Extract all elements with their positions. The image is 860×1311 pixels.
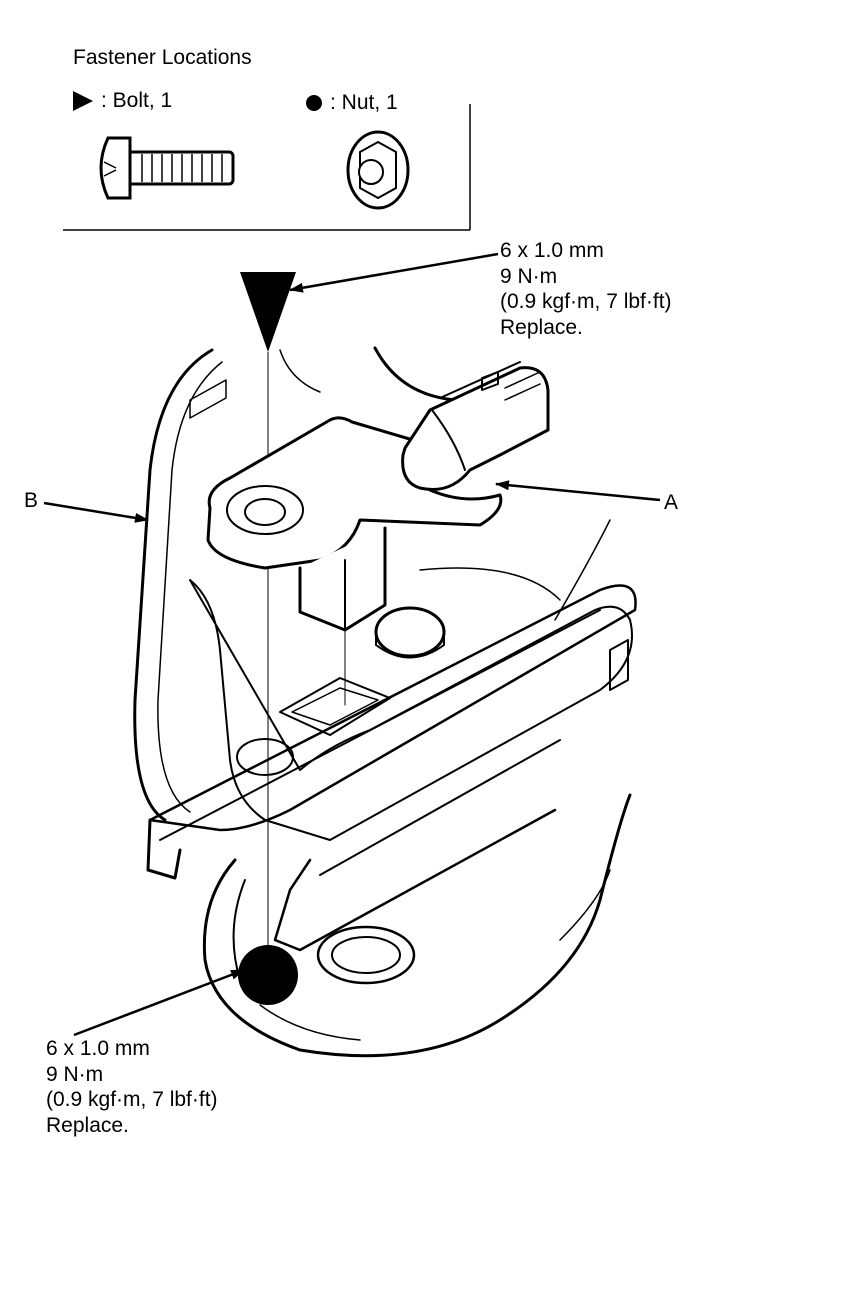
- nut-circle-icon: [306, 94, 322, 111]
- leader-part-a: [495, 480, 661, 502]
- nut-spec-torque: 9 N·m: [46, 1062, 104, 1086]
- bolt-spec-note: Replace.: [500, 315, 583, 339]
- part-label-a: A: [664, 491, 679, 514]
- nut-illustration: [346, 130, 410, 210]
- bolt-spec-size: 6 x 1.0 mm: [500, 239, 604, 262]
- bolt-illustration: [99, 136, 235, 200]
- legend-bolt-label: : Bolt, 1: [101, 89, 173, 112]
- bolt-spec-torque: 9 N·m: [500, 264, 558, 288]
- legend-nut-label: : Nut, 1: [330, 91, 398, 114]
- nut-marker-icon: [238, 945, 298, 1005]
- legend-bolt: : Bolt, 1: [73, 88, 172, 113]
- bolt-spec-torque-alt: (0.9 kgf·m, 7 lbf·ft): [500, 290, 672, 313]
- nut-spec-callout: 6 x 1.0 mm 9 N·m (0.9 kgf·m, 7 lbf·ft) R…: [46, 1036, 218, 1138]
- bolt-triangle-icon: [73, 90, 93, 111]
- legend-nut: : Nut, 1: [306, 90, 398, 115]
- nut-spec-torque-alt: (0.9 kgf·m, 7 lbf·ft): [46, 1088, 218, 1111]
- bolt-spec-callout: 6 x 1.0 mm 9 N·m (0.9 kgf·m, 7 lbf·ft) R…: [500, 238, 672, 340]
- leader-part-b: [43, 501, 149, 523]
- leader-lines: [43, 252, 661, 1037]
- bracket-assembly: [133, 346, 637, 1058]
- bolt-marker-icon: [240, 272, 296, 352]
- leader-top-spec: [289, 252, 499, 293]
- legend-frame: [63, 104, 471, 231]
- nut-spec-size: 6 x 1.0 mm: [46, 1037, 150, 1060]
- part-label-b: B: [24, 489, 39, 512]
- leader-bottom-spec: [73, 968, 245, 1037]
- nut-spec-note: Replace.: [46, 1113, 129, 1137]
- legend-title: Fastener Locations: [73, 46, 252, 69]
